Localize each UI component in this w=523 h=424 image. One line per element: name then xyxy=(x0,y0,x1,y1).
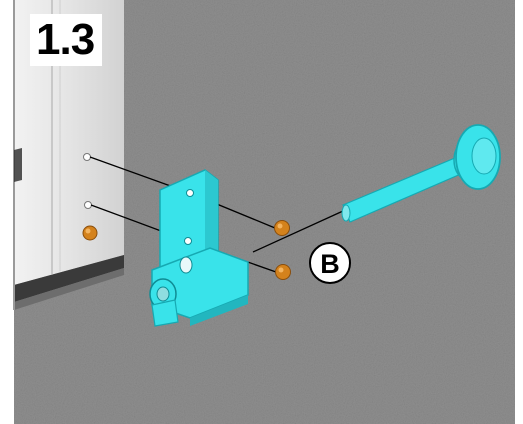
screw-icon xyxy=(274,220,290,236)
left-margin xyxy=(0,0,14,424)
callout-letter: B xyxy=(320,249,340,279)
mounting-hole xyxy=(83,153,91,161)
mounting-hole xyxy=(84,201,92,209)
screw-icon xyxy=(82,225,98,241)
hinge-pin xyxy=(341,124,501,223)
callout-b: B xyxy=(309,242,351,284)
screw-icon xyxy=(275,264,291,280)
hinge-bracket xyxy=(149,169,249,327)
step-number: 1.3 xyxy=(30,14,103,66)
right-margin xyxy=(515,0,523,424)
